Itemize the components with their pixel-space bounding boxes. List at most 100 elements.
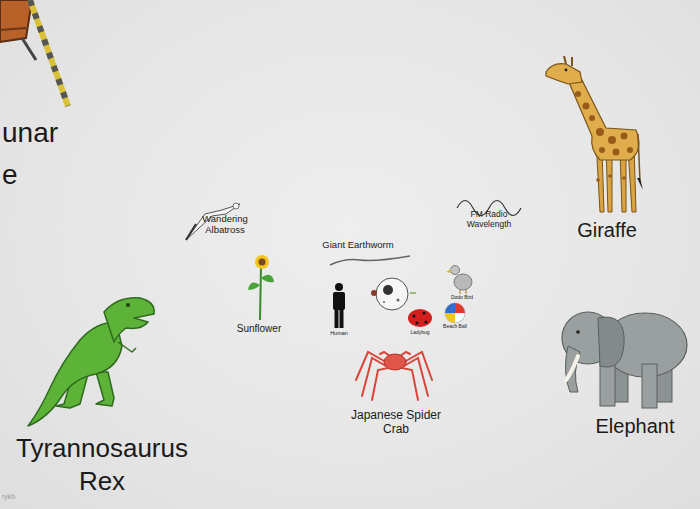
dodo-figure-part <box>446 269 451 273</box>
giraffe-figure-part-part <box>622 176 626 180</box>
watermark: rykh <box>2 493 42 501</box>
giraffe-figure-part <box>638 134 640 182</box>
lunar-module-figure-part <box>0 0 32 42</box>
t-rex-figure-part <box>96 372 114 406</box>
spider-crab-figure-part <box>404 352 432 380</box>
lunar-module-figure-part <box>0 28 26 30</box>
elephant-figure-part <box>600 362 615 406</box>
giraffe-figure-part-part <box>596 178 600 182</box>
human-figure-part <box>333 292 345 310</box>
elephant-figure-part <box>565 346 580 392</box>
t-rex-figure-part <box>104 298 154 342</box>
elephant-figure-part <box>598 317 624 367</box>
beach-ball-figure-part <box>445 313 455 323</box>
giraffe-figure-part-part <box>589 115 595 121</box>
specimen-label: Giraffe <box>557 219 657 242</box>
specimen-label: Human <box>324 330 354 336</box>
giraffe-figure-part <box>564 56 566 64</box>
magnifier-circle-part <box>371 290 377 296</box>
specimen-label: Dodo Bird <box>447 295 477 301</box>
specimen-label: unar e <box>2 112 22 196</box>
lunar-module-figure-part <box>22 38 36 60</box>
giraffe-figure-part <box>637 178 643 190</box>
dodo-figure <box>446 266 472 295</box>
ladybug-figure-part <box>424 320 427 323</box>
giraffe-figure-part <box>568 80 639 160</box>
sunflower-figure-part <box>248 282 260 290</box>
t-rex-figure-part <box>118 342 136 352</box>
giraffe-figure-part-part <box>575 91 581 97</box>
albatross-figure-part <box>233 203 239 209</box>
beach-ball-figure-part <box>445 303 465 323</box>
giraffe-figure-part-part <box>583 103 590 110</box>
dodo-figure-part <box>465 290 466 294</box>
human-figure-part <box>335 283 343 291</box>
human-figure-part <box>340 309 344 328</box>
elephant-figure <box>562 312 687 408</box>
magnifier-circle <box>371 278 416 310</box>
spider-crab-figure <box>356 352 432 400</box>
giraffe-figure-part <box>565 69 568 72</box>
sunflower-figure-part <box>259 259 266 266</box>
human-figure-part <box>335 309 339 328</box>
specimen-label: Giant Earthworm <box>308 240 408 251</box>
sunflower-figure-part <box>261 275 274 282</box>
elephant-figure-part <box>642 364 657 408</box>
specimen-label: Beach Ball <box>440 324 470 330</box>
ladybug-figure-part <box>422 311 425 314</box>
t-rex-figure-part <box>28 322 122 426</box>
magnifier-circle-part <box>383 285 393 295</box>
dodo-figure-part <box>459 290 460 294</box>
spider-crab-figure-part <box>372 368 388 400</box>
human-figure <box>333 283 345 328</box>
specimen-label: Elephant <box>580 415 690 438</box>
giraffe-figure-part-part <box>621 133 628 140</box>
giraffe-figure <box>546 56 643 212</box>
specimen-label: Ladybug <box>405 330 435 336</box>
beach-ball-figure-part <box>455 303 465 313</box>
sunflower-figure-part <box>260 266 261 320</box>
ladybug-figure-part <box>416 322 419 325</box>
t-rex-figure-part <box>126 303 130 307</box>
specimen-label: Tyrannosaurus Rex <box>2 432 202 497</box>
giraffe-figure-part-part <box>596 128 604 136</box>
giraffe-figure-part-part <box>627 147 633 153</box>
ladybug-figure-part <box>412 314 415 317</box>
specimen-label: Sunflower <box>224 323 294 335</box>
magnifier-circle-part <box>410 292 416 293</box>
giraffe-figure-part <box>575 91 633 182</box>
magnifier-circle-part <box>376 278 408 310</box>
magnifier-circle-part <box>397 299 400 302</box>
dodo-figure-part <box>451 266 460 275</box>
spider-crab-figure-part <box>384 354 406 370</box>
giraffe-figure-part-part <box>599 147 605 153</box>
giraffe-figure-part-part <box>613 149 620 156</box>
specimen-label: Wandering Albatross <box>194 214 256 236</box>
ladybug-figure-part <box>408 309 432 327</box>
elephant-figure-part <box>566 356 578 380</box>
sunflower-figure <box>248 255 274 320</box>
t-rex-figure <box>28 298 154 426</box>
beach-ball-figure-part <box>445 303 455 313</box>
lunar-module-figure <box>0 0 68 106</box>
specimen-label: Japanese Spider Crab <box>341 409 451 437</box>
earthworm-figure <box>330 256 410 265</box>
giraffe-figure-part <box>546 64 582 84</box>
giraffe-figure-part-part <box>608 174 612 178</box>
beach-ball-figure <box>445 303 465 323</box>
giraffe-figure-part <box>571 57 573 66</box>
dodo-figure-part <box>454 274 472 290</box>
spider-crab-figure-part <box>402 368 418 400</box>
spider-crab-figure-part <box>356 352 386 380</box>
lunar-module-figure-part <box>30 0 68 106</box>
ladybug-figure <box>408 309 432 327</box>
sunflower-figure-part <box>255 255 269 269</box>
specimen-label: FM Radio Wavelength <box>456 210 522 230</box>
magnifier-circle-part <box>383 301 385 303</box>
albatross-figure-part <box>186 224 196 240</box>
giraffe-figure-part-part <box>608 136 616 144</box>
elephant-figure-part <box>576 330 580 334</box>
lunar-module-figure-part <box>30 0 68 106</box>
